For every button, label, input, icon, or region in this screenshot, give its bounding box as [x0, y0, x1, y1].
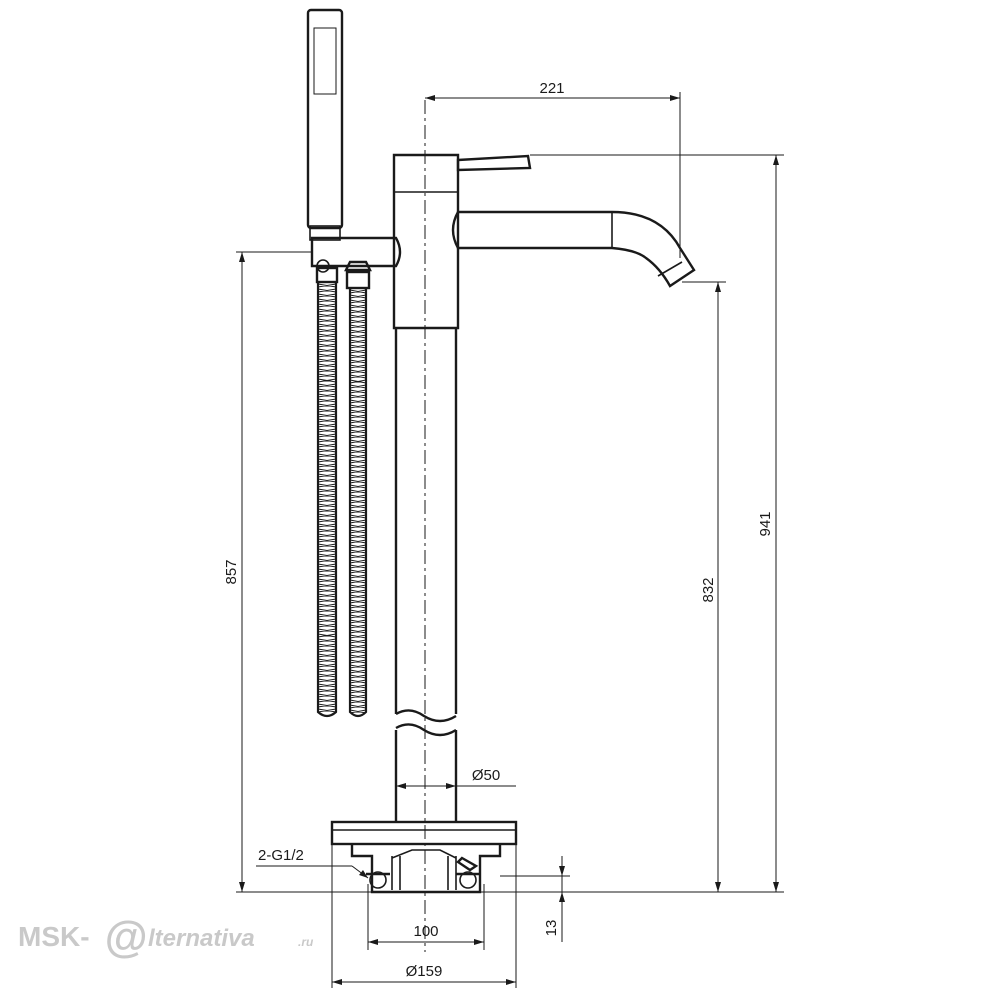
watermark-prefix: MSK- [18, 921, 90, 952]
inlet-left [369, 871, 387, 889]
hose-nut-left [315, 266, 339, 284]
column-lower [394, 730, 458, 822]
dim-connection: 2-G1/2 [258, 847, 304, 864]
shower-spray-face [313, 27, 337, 95]
watermark-domain: .ru [298, 935, 314, 949]
break-line-top [395, 709, 457, 723]
hose-fitting-right [344, 260, 372, 272]
shower-connector [309, 225, 341, 241]
column-upper [394, 328, 458, 714]
inlet-right [459, 871, 477, 889]
dim-spout-reach: 221 [539, 80, 564, 97]
dim-total-height: 941 [757, 511, 774, 536]
hand-shower-body [306, 8, 344, 230]
mixer-body [392, 153, 460, 330]
hand-shower [306, 8, 344, 241]
hose-nut-right [345, 270, 371, 290]
dim-inlet-spacing: 100 [413, 923, 438, 940]
watermark-suffix: lternativa [148, 925, 255, 952]
floor-base [330, 820, 518, 894]
dim-base-diameter: Ø159 [406, 963, 443, 980]
watermark-symbol: @ [104, 913, 147, 962]
hose-left [316, 282, 338, 718]
mixer-column [392, 153, 532, 822]
spout-body [458, 210, 696, 288]
base-cover [330, 820, 518, 846]
lever-handle [456, 154, 532, 172]
dim-base-height: 13 [543, 920, 560, 937]
dimension-lines [236, 92, 784, 988]
dim-column-diameter: Ø50 [472, 767, 500, 784]
base-housing [350, 844, 502, 894]
hose-right [348, 288, 368, 718]
spout [451, 210, 696, 288]
dim-shower-holder-height: 857 [223, 559, 240, 584]
watermark-logo: MSK- @ lternativa .ru [18, 913, 314, 962]
dim-spout-height: 832 [700, 577, 717, 602]
break-line-bottom [395, 723, 457, 737]
shower-holder-arm [310, 236, 402, 273]
hoses [315, 260, 372, 718]
dimension-labels: 221 941 832 857 Ø50 2-G1/2 100 13 Ø159 [223, 80, 774, 980]
